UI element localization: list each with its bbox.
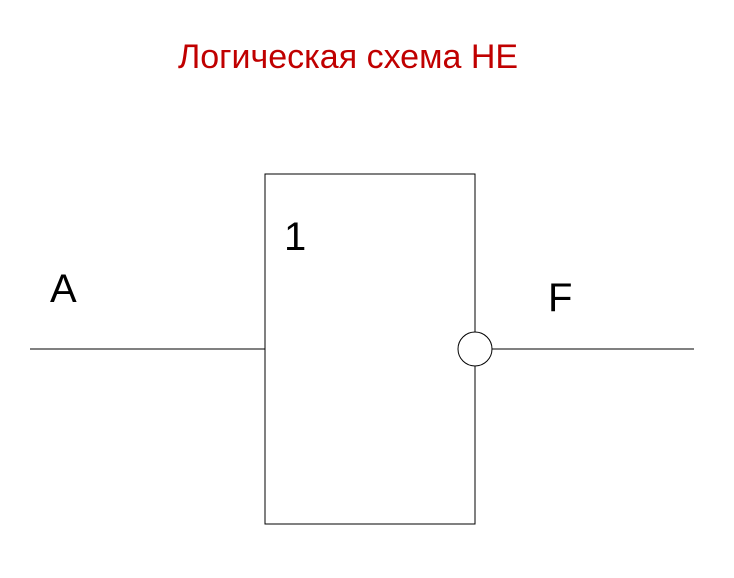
input-label: A — [50, 267, 77, 311]
output-label: F — [548, 276, 572, 320]
diagram-title: Логическая схема НЕ — [178, 38, 518, 76]
inversion-bubble — [457, 331, 493, 367]
gate-symbol: 1 — [284, 215, 306, 259]
